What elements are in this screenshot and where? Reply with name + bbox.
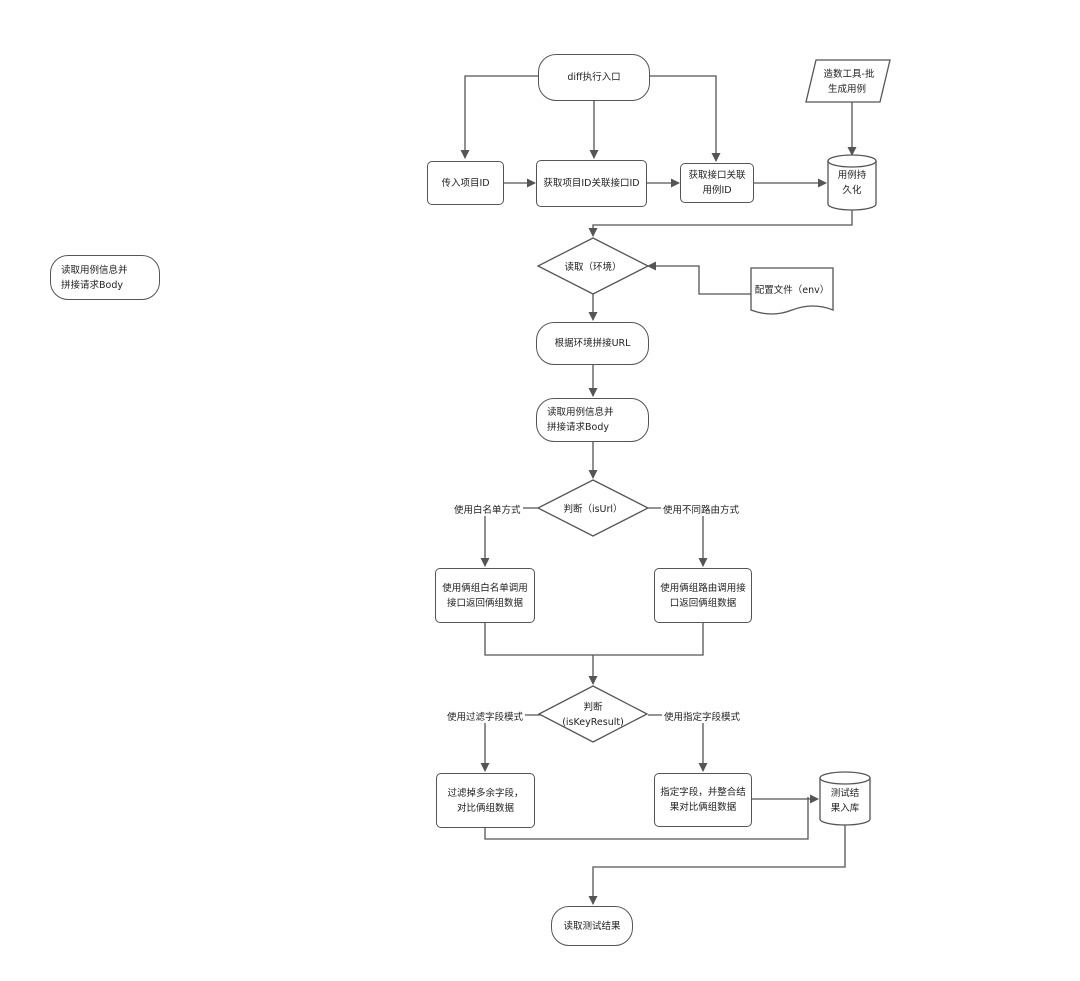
config-file-document (750, 267, 834, 315)
specify-merge-node: 指定字段，并整合结果对比俩组数据 (654, 773, 752, 827)
edge-label-use-filter-mode: 使用过滤字段模式 (445, 709, 526, 723)
result-store-label-2: 果入库 (831, 802, 860, 814)
read-result-node: 读取测试结果 (551, 906, 633, 946)
specify-merge-label: 指定字段，并整合结果对比俩组数据 (660, 787, 746, 813)
result-store-label-1: 测试结 (831, 787, 860, 799)
route-call-label: 使用俩组路由调用接口返回俩组数据 (660, 582, 746, 609)
judge-env-label: 读取（环境） (564, 261, 621, 273)
filter-compare-label: 过滤掉多余字段，对比俩组数据 (447, 787, 524, 814)
read-case-body-node: 读取用例信息并拼接请求Body (536, 398, 649, 442)
filter-compare-node: 过滤掉多余字段，对比俩组数据 (436, 773, 535, 828)
data-tool-parallelogram (805, 59, 891, 103)
read-case-body-label: 读取用例信息并拼接请求Body (547, 407, 614, 433)
data-tool-label-1: 造数工具-批 (824, 68, 875, 80)
read-result-label: 读取测试结果 (563, 920, 621, 932)
case-persist-cylinder (827, 154, 877, 211)
route-call-node: 使用俩组路由调用接口返回俩组数据 (654, 568, 752, 623)
edge-entry-to-pass-project-id (460, 75, 538, 159)
judge-iskey-label-1: 判断 (583, 701, 603, 713)
read-case-body-side-node: 读取用例信息并拼接请求Body (50, 255, 160, 300)
judge-iskey-diamond (537, 685, 649, 743)
get-api-case-id-node: 获取接口关联用例ID (680, 163, 754, 203)
edge-persist-to-read-env (588, 210, 853, 237)
edge-label-use-specify-mode: 使用指定字段模式 (662, 709, 743, 723)
data-tool-label-2: 生成用例 (828, 83, 866, 95)
pass-project-id-label: 传入项目ID (441, 177, 490, 189)
judge-isurl-label: 判断（isUrl） (563, 503, 622, 515)
result-store-cylinder (819, 771, 871, 826)
read-case-body-side-label: 读取用例信息并拼接请求Body (61, 264, 128, 291)
build-url-node: 根据环境拼接URL (536, 322, 649, 365)
entry-label: diff执行入口 (567, 72, 621, 83)
edge-entry-to-get-api-case-id (650, 75, 721, 162)
edge-store-to-read-result (588, 824, 846, 905)
get-api-case-id-label: 获取接口关联用例ID (688, 170, 746, 196)
case-persist-label-1: 用例持 (838, 169, 867, 181)
edge-label-use-diff-route: 使用不同路由方式 (661, 502, 742, 516)
build-url-label: 根据环境拼接URL (554, 338, 631, 349)
get-project-api-id-node: 获取项目ID关联接口ID (536, 160, 647, 207)
entry-node: diff执行入口 (538, 54, 650, 101)
whitelist-call-node: 使用俩组白名单调用接口返回俩组数据 (435, 568, 535, 623)
whitelist-call-label: 使用俩组白名单调用接口返回俩组数据 (442, 582, 528, 609)
edge-filter-to-store (484, 797, 809, 840)
judge-iskey-label-2: (isKeyResult) (562, 717, 624, 728)
get-project-api-id-label: 获取项目ID关联接口ID (543, 178, 640, 189)
judge-env-diamond (536, 237, 650, 295)
judge-isurl-diamond (536, 479, 650, 537)
pass-project-id-node: 传入项目ID (427, 161, 504, 205)
edge-label-use-whitelist: 使用白名单方式 (452, 502, 523, 516)
edge-config-to-read-env (647, 261, 751, 295)
config-file-label: 配置文件（env） (755, 284, 830, 296)
case-persist-label-2: 久化 (842, 184, 862, 196)
edge-whitelist-merge (484, 623, 704, 656)
